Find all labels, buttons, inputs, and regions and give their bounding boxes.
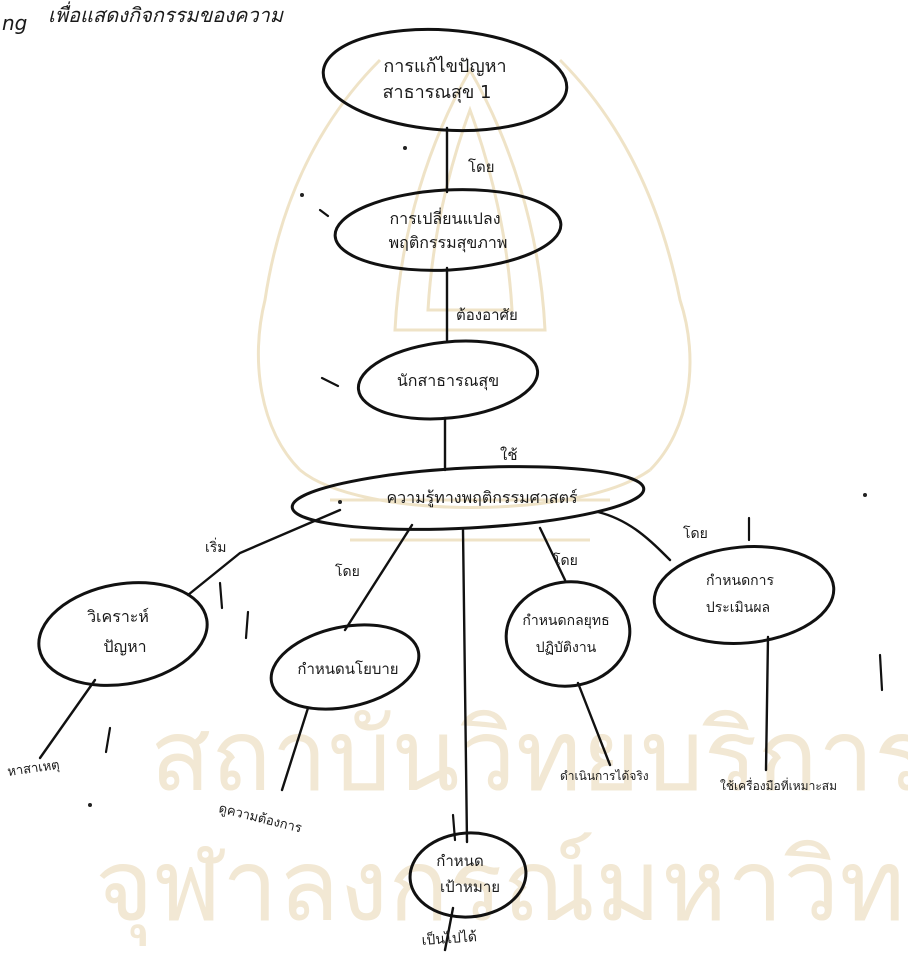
edge-label-root-behavior: โดย — [468, 158, 495, 176]
node-knowledge-line1: ความรู้ทางพฤติกรรมศาสตร์ — [386, 488, 578, 508]
watermark-line-1: สถาบันวิทยบริการ — [150, 697, 908, 814]
edge-to-plan — [343, 523, 414, 632]
leaf-note-goal: เป็นไปได้ — [421, 927, 477, 949]
edge-label-expert-knowledge: ใช้ — [500, 446, 518, 464]
node-practice-line2: ปฏิบัติงาน — [536, 640, 597, 656]
edges — [38, 126, 884, 952]
node-goal-line2: เป้าหมาย — [440, 878, 500, 896]
stray-dot — [863, 493, 867, 497]
node-plan-line1: กำหนดนโยบาย — [297, 660, 398, 678]
leaf-line-practice — [576, 681, 612, 767]
leaf-note-evaluate: ใช้เครื่องมือที่เหมาะสม — [720, 777, 837, 793]
node-analyze-line1: วิเคราะห์ — [87, 607, 149, 626]
stray-tick — [878, 653, 884, 692]
node-behavior: การเปลี่ยนแปลง พฤติกรรมสุขภาพ — [333, 188, 563, 272]
node-root: การแก้ไขปัญหา สาธารณสุข 1 — [321, 27, 569, 133]
node-behavior-line1: การเปลี่ยนแปลง — [389, 207, 500, 228]
edge-to-analyze — [186, 508, 342, 597]
edge-to-goal — [461, 528, 469, 844]
stray-dot — [403, 146, 407, 150]
node-analyze-line2: ปัญหา — [103, 637, 146, 656]
edge-label-behavior-expert: ต้องอาศัย — [456, 306, 518, 324]
edge-to-practice — [538, 526, 567, 582]
edge-label-to-plan: โดย — [335, 563, 360, 580]
node-expert-line1: นักสาธารณสุข — [397, 371, 499, 391]
node-practice-line1: กำหนดกลยุทธ — [522, 613, 609, 629]
edge-to-evaluate — [596, 510, 672, 562]
leaf-line-evaluate — [764, 635, 770, 772]
node-goal: กำหนด เป้าหมาย — [408, 831, 528, 919]
stray-tick — [218, 581, 224, 610]
node-root-line2: สาธารณสุข 1 — [382, 82, 491, 103]
header-text: เพื่อแสดงกิจกรรมของความ — [48, 1, 285, 27]
stray-dot — [338, 500, 342, 504]
stray-dot — [300, 193, 304, 197]
stray-tick — [104, 726, 112, 754]
stray-tick — [318, 208, 330, 218]
leaf-line-plan — [280, 706, 310, 792]
edge-label-to-analyze: เริ่ม — [205, 538, 227, 556]
leaf-note-practice: ดำเนินการได้จริง — [560, 769, 649, 783]
stray-tick — [320, 376, 340, 388]
leaf-note-analyze: หาสาเหตุ — [6, 758, 60, 780]
edge-label-to-practice: โดย — [553, 552, 578, 569]
node-evaluate-line2: ประเมินผล — [706, 600, 770, 616]
node-root-line1: การแก้ไขปัญหา — [383, 55, 506, 77]
stray-tick — [244, 610, 250, 640]
node-practice: กำหนดกลยุทธ ปฏิบัติงาน — [504, 580, 632, 688]
node-evaluate-line1: กำหนดการ — [706, 573, 775, 589]
node-expert: นักสาธารณสุข — [356, 339, 540, 421]
leaf-line-analyze — [38, 678, 97, 760]
watermark-line-2: จุฬาลงกรณ์มหาวิทยาลัย — [95, 827, 908, 947]
node-goal-line1: กำหนด — [436, 852, 483, 870]
node-plan: กำหนดนโยบาย — [269, 623, 421, 711]
edge-label-to-evaluate: โดย — [683, 525, 708, 542]
node-analyze: วิเคราะห์ ปัญหา — [37, 581, 209, 687]
stray-dot — [88, 803, 92, 807]
node-evaluate: กำหนดการ ประเมินผล — [652, 545, 836, 645]
node-behavior-line2: พฤติกรรมสุขภาพ — [389, 233, 508, 253]
node-knowledge: ความรู้ทางพฤติกรรมศาสตร์ — [290, 465, 646, 531]
header-prefix: ng — [2, 11, 27, 35]
